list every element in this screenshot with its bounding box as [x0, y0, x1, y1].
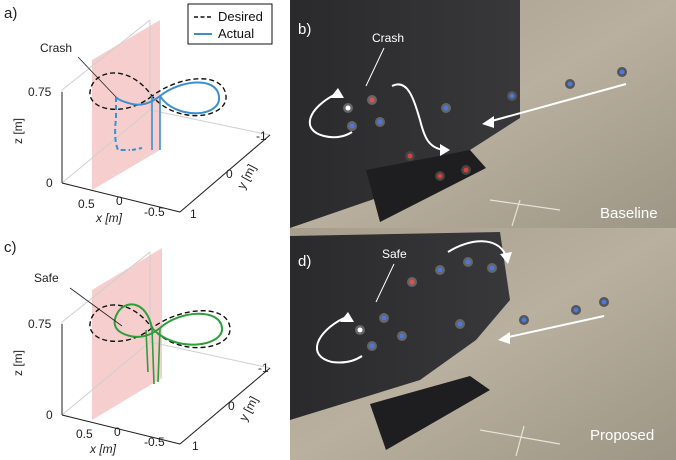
panel-label-c: c)	[4, 239, 17, 256]
actual-trajectory	[113, 303, 224, 346]
x-tick-0: 0	[114, 425, 121, 439]
wall-plane	[92, 248, 162, 420]
safe-pointer	[69, 287, 123, 327]
flight-arrow	[487, 83, 627, 123]
y-tick-0: 0	[226, 167, 233, 181]
x-tick-05: 0.5	[76, 427, 93, 441]
crash-photo-annotation: Crash	[372, 31, 404, 45]
panel-label-b: b)	[298, 21, 311, 38]
legend-desired-label: Desired	[218, 9, 263, 24]
legend-actual-label: Actual	[218, 26, 254, 41]
axes-lines	[61, 324, 271, 445]
photo-b: b) Crash Baseline	[290, 0, 676, 228]
x-tick-05: 0.5	[78, 197, 95, 211]
x-axis-label: x [m]	[95, 211, 123, 225]
actual-vertical	[151, 96, 161, 150]
photo-d: d) Safe Proposed	[290, 228, 676, 460]
flight-arrow	[503, 315, 605, 339]
arrow-head	[482, 116, 494, 128]
wall-plane	[92, 20, 160, 190]
crash-photo-pointer	[365, 47, 385, 87]
drone-trail	[343, 67, 627, 181]
obstacle-board	[290, 232, 510, 420]
safe-annotation: Safe	[34, 271, 59, 285]
z-tick-0: 0	[46, 176, 53, 190]
floor-tape	[511, 199, 521, 227]
floor-tape	[479, 429, 561, 445]
safe-photo-annotation: Safe	[382, 247, 407, 261]
y-tick-0: 0	[228, 399, 235, 413]
arrow-head	[500, 252, 512, 264]
crash-pointer	[77, 56, 117, 98]
y-tick-1: 1	[190, 207, 197, 221]
x-tick-0: 0	[116, 194, 123, 208]
panel-label-a: a)	[4, 5, 17, 22]
flight-arrow	[447, 240, 507, 257]
y-tick-1: 1	[192, 439, 199, 453]
plot-c: c) Safe 0.75 0 z [m] 0.5 0 -0.5 x [m] -1	[4, 239, 271, 456]
baseline-caption: Baseline	[600, 205, 658, 222]
y-axis-label: y [m]	[236, 394, 261, 424]
plot-a: a) Crash 0.75 0 z [m]	[4, 3, 273, 225]
arrow-head	[498, 332, 510, 344]
z-axis-label: z [m]	[11, 118, 25, 144]
x-axis-label: x [m]	[89, 442, 117, 456]
board-stand	[366, 150, 486, 222]
x-tick-m05: -0.5	[144, 205, 165, 219]
proposed-caption: Proposed	[590, 427, 654, 444]
actual-crash-tail	[131, 147, 143, 151]
x-tick-m05: -0.5	[144, 435, 165, 449]
floor-tape	[515, 425, 525, 457]
y-axis-label: y [m]	[234, 162, 259, 192]
obstacle-board	[290, 0, 520, 228]
actual-trajectory	[115, 81, 221, 115]
flight-arrow	[308, 93, 353, 139]
safe-photo-pointer	[375, 263, 395, 303]
axes-lines	[61, 92, 271, 213]
flight-arrow	[315, 317, 363, 364]
z-tick-0: 0	[46, 408, 53, 422]
actual-vertical	[145, 327, 161, 385]
flight-arrow	[391, 83, 445, 151]
arrow-head	[440, 144, 450, 156]
z-tick-075: 0.75	[28, 85, 52, 99]
arrow-head	[340, 312, 354, 322]
board-stand	[370, 376, 490, 450]
floor-tape	[489, 199, 561, 211]
z-tick-075: 0.75	[28, 317, 52, 331]
y-tick-m1: -1	[258, 361, 269, 375]
panel-label-d: d)	[298, 253, 311, 270]
z-axis-label: z [m]	[11, 350, 25, 376]
crash-annotation: Crash	[40, 41, 72, 55]
drone-trail	[355, 257, 609, 351]
y-tick-m1: -1	[256, 129, 267, 143]
arrow-head	[330, 88, 344, 98]
legend-box	[187, 3, 273, 45]
